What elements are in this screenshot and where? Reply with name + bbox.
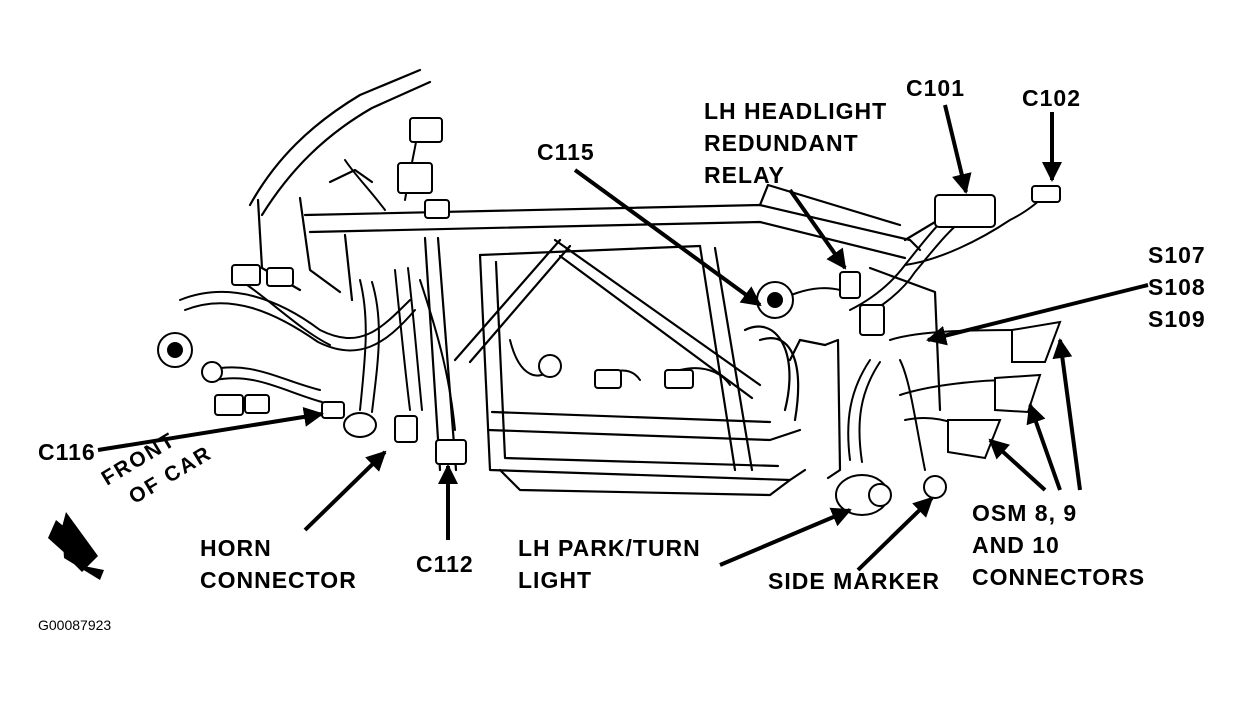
label-s108: S108 (1148, 274, 1206, 300)
label-c112: C112 (416, 551, 474, 577)
figure-id: G00087923 (38, 617, 112, 633)
label-osm-line-2: AND 10 (972, 532, 1060, 558)
arrow-osm-10 (988, 438, 1047, 492)
arrow-lh-headlight-relay (788, 188, 847, 270)
label-c102: C102 (1022, 85, 1081, 111)
front-of-car-arrowhead (48, 520, 90, 565)
label-s107: S107 (1148, 242, 1206, 268)
label-c115: C115 (537, 139, 595, 165)
label-osm-connectors: OSM 8, 9 AND 10 CONNECTORS (972, 497, 1145, 593)
label-park-line-1: LH PARK/TURN (518, 535, 701, 561)
arrow-side-marker (856, 496, 934, 572)
label-lh-headlight-redundant-relay: LH HEADLIGHT REDUNDANT RELAY (704, 95, 887, 191)
arrow-park-turn (719, 507, 852, 567)
label-splices: S107 S108 S109 (1148, 239, 1206, 335)
label-osm-line-1: OSM 8, 9 (972, 500, 1078, 526)
label-lh-headlight-line-2: REDUNDANT (704, 130, 859, 156)
label-s109: S109 (1148, 306, 1206, 332)
components (157, 117, 1062, 516)
arrow-osm-8 (1052, 338, 1082, 491)
label-lh-park-turn-light: LH PARK/TURN LIGHT (518, 532, 701, 596)
label-lh-headlight-line-1: LH HEADLIGHT (704, 98, 888, 124)
label-horn-line-1: HORN (200, 535, 272, 561)
vehicle-structure-line-art (248, 68, 992, 497)
arrow-horn (303, 450, 387, 532)
arrow-osm-9 (1026, 403, 1062, 491)
arrow-c116 (97, 406, 324, 452)
label-horn-line-2: CONNECTOR (200, 567, 357, 593)
label-c101: C101 (906, 75, 965, 101)
label-horn-connector: HORN CONNECTOR (200, 532, 357, 596)
label-park-line-2: LIGHT (518, 567, 592, 593)
leader-arrows (97, 104, 1149, 572)
label-side-marker: SIDE MARKER (768, 568, 941, 594)
label-lh-headlight-line-3: RELAY (704, 162, 785, 188)
arrow-splices (926, 283, 1149, 346)
arrow-c115 (573, 168, 762, 307)
label-c116: C116 (38, 439, 96, 465)
label-osm-line-3: CONNECTORS (972, 564, 1146, 590)
arrow-c101 (943, 104, 972, 194)
